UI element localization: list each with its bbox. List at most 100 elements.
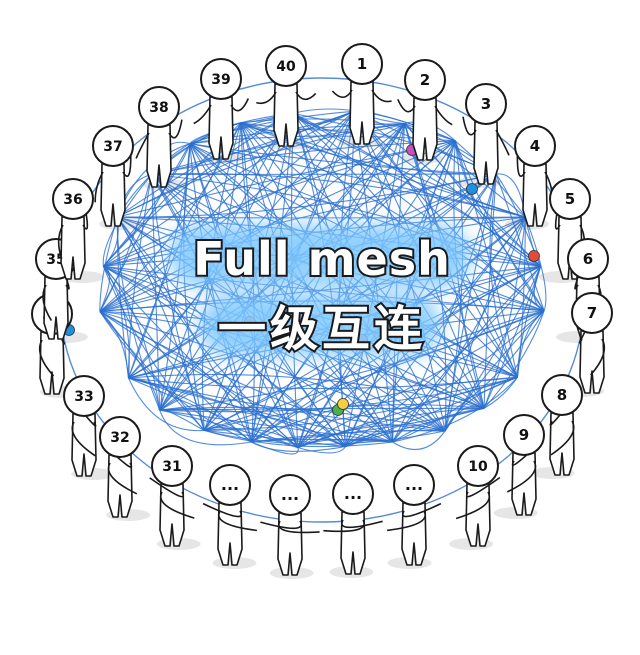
network-node: ...: [202, 464, 257, 566]
network-node: 40: [256, 45, 317, 147]
figure-body: [217, 502, 243, 566]
figure-arm: [402, 502, 442, 518]
figure-arm: [516, 153, 526, 177]
node-number: ...: [221, 475, 239, 494]
mesh-link: [151, 140, 456, 176]
title-english: Full mesh: [193, 232, 451, 286]
figure-body: [511, 452, 537, 516]
mesh-link: [240, 122, 526, 218]
figure-arm: [38, 339, 55, 377]
node-number: 2: [420, 71, 430, 89]
figure-arm: [107, 462, 138, 495]
mesh-link: [99, 311, 205, 431]
network-node: 38: [135, 86, 183, 188]
mesh-link: [116, 216, 130, 379]
network-node: 2: [397, 59, 453, 161]
figure-head: [541, 374, 583, 416]
node-number: 40: [276, 59, 296, 75]
node-number: ...: [281, 485, 299, 504]
figure-head: [549, 178, 591, 220]
figure-arm: [434, 105, 453, 126]
mesh-link: [99, 311, 346, 448]
figure-head: [514, 125, 556, 167]
network-node: 9: [503, 414, 545, 516]
network-node: 33: [63, 375, 105, 477]
node-number: 3: [481, 95, 491, 113]
mesh-link: [392, 310, 545, 443]
node-number: 1: [357, 55, 367, 73]
figure-head: [200, 58, 242, 100]
node-number: 33: [74, 389, 93, 405]
node-number: 36: [63, 192, 82, 208]
figure-arm: [341, 519, 383, 529]
figure-body: [100, 163, 126, 227]
figure-body: [60, 216, 86, 280]
mesh-link: [99, 265, 111, 312]
figure-arm: [149, 477, 185, 498]
mesh-link: [189, 143, 541, 267]
figure-arm: [387, 510, 426, 532]
mesh-link: [127, 174, 153, 379]
title-chinese: 一级互连: [218, 301, 426, 357]
figure-arm: [371, 89, 392, 103]
mesh-link: [159, 409, 252, 446]
node-number: 37: [103, 139, 122, 155]
network-node: ...: [260, 474, 320, 576]
figure-body: [401, 502, 427, 566]
mesh-link: [189, 143, 497, 175]
mesh-link: [117, 112, 294, 218]
mesh-link: [240, 122, 256, 443]
mesh-link: [128, 377, 393, 443]
mesh-link: [117, 173, 497, 218]
figure-body: [522, 163, 548, 227]
mesh-link: [189, 143, 526, 218]
figure-head: [341, 43, 383, 85]
figure-arm: [94, 171, 104, 203]
mesh-link: [99, 310, 446, 432]
mesh-link: [251, 438, 393, 443]
node-number: 7: [587, 304, 597, 322]
figure-body: [349, 81, 375, 145]
figure-head: [99, 416, 141, 458]
network-node: 4: [514, 125, 556, 227]
figure-head: [52, 178, 94, 220]
network-node: 8: [541, 374, 583, 476]
mesh-link: [99, 311, 393, 443]
mesh-link: [127, 377, 205, 432]
mesh-link: [128, 373, 485, 409]
network-node: 31: [149, 445, 195, 547]
mesh-link: [99, 113, 294, 312]
network-node: 10: [455, 445, 501, 547]
figure-body: [340, 511, 366, 575]
stick-figures: 12345678910............31323334353637383…: [31, 43, 613, 576]
figure-arm: [260, 520, 302, 530]
mesh-link: [392, 430, 446, 450]
figure-arm: [193, 104, 212, 125]
mesh-link: [102, 174, 153, 267]
figure-arm: [397, 98, 416, 113]
figure-body: [465, 483, 491, 547]
figure-head: [393, 464, 435, 506]
node-number: 8: [557, 386, 567, 404]
figure-arm: [589, 338, 606, 376]
figure-arm: [550, 420, 575, 456]
data-packet: [528, 250, 540, 262]
mesh-link: [454, 140, 518, 378]
figure-arm: [462, 116, 477, 136]
network-node: 39: [193, 58, 250, 160]
figure-head: [92, 125, 134, 167]
figure-body: [146, 124, 172, 188]
mesh-link: [103, 265, 545, 312]
network-node: 7: [571, 292, 613, 394]
figure-arm: [256, 91, 277, 105]
figure-head: [209, 464, 251, 506]
mesh-link: [159, 143, 191, 411]
mesh-link: [483, 266, 542, 409]
mesh-link: [103, 265, 161, 411]
figure-arm: [202, 502, 242, 518]
figure-arm: [218, 510, 257, 532]
mesh-link: [128, 376, 518, 390]
node-number: 6: [583, 250, 593, 268]
mesh-link: [524, 216, 547, 311]
